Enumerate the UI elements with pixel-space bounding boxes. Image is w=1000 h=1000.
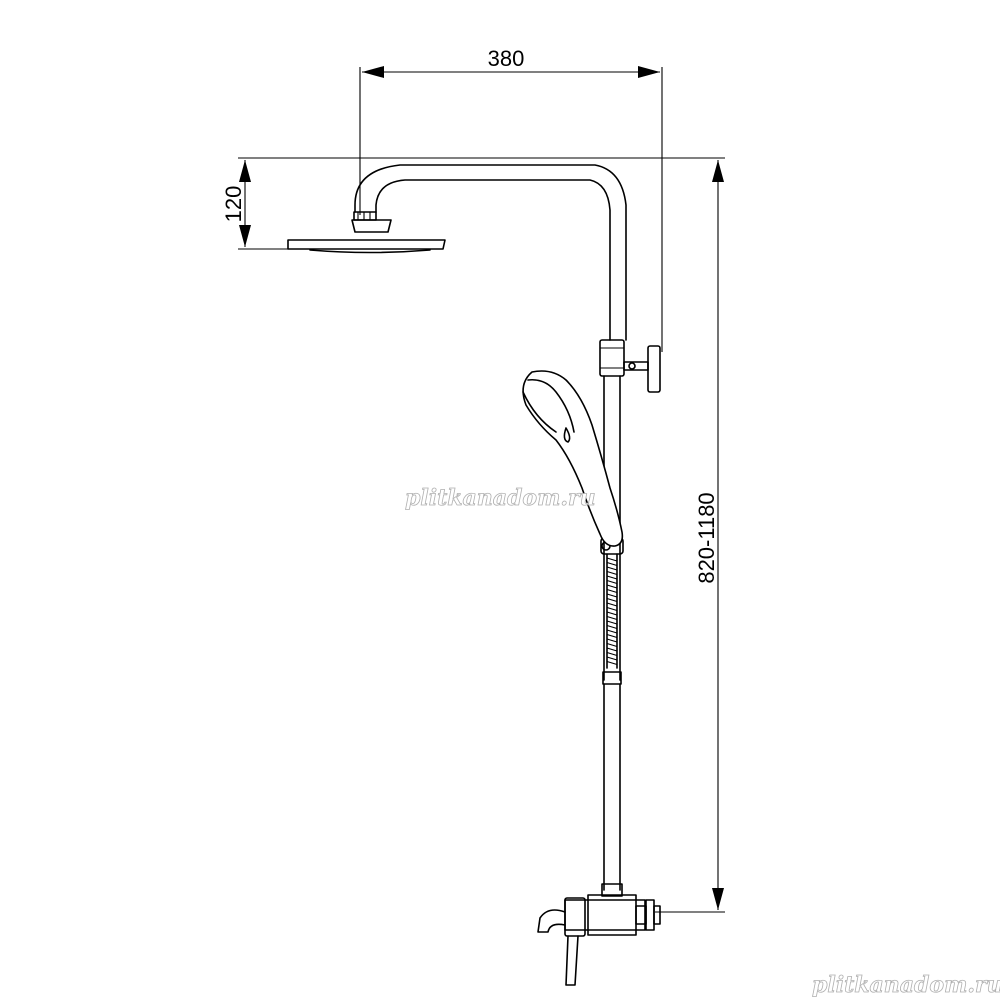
watermark-center: plitkanadom.ru [405, 485, 596, 511]
flexible-hose [606, 553, 618, 669]
shower-arm [354, 164, 627, 341]
hand-shower [522, 370, 624, 547]
watermark-corner: plitkanadom.ru [812, 972, 1000, 998]
dimension-overall-height-label: 820-1180 [694, 492, 719, 583]
dimension-head-height-label: 120 [221, 186, 246, 223]
rain-shower-head [287, 211, 446, 254]
dimension-width: 380 [359, 46, 663, 352]
dimension-overall-height: 820-1180 [655, 160, 725, 913]
dimension-width-label: 380 [488, 46, 525, 71]
mixer-valve [537, 883, 661, 986]
upper-wall-bracket [599, 339, 661, 393]
dimension-head-height: 120 [221, 157, 725, 250]
riser-rail [602, 375, 622, 891]
